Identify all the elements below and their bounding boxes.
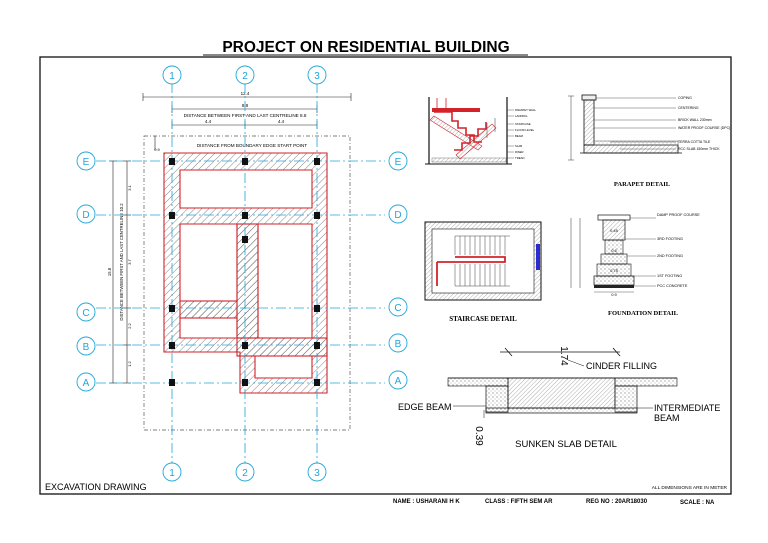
grid-bubbles-right: E D C B A <box>388 151 408 390</box>
grid-label-b-right: B <box>395 339 402 350</box>
grid-label-d-left: D <box>82 210 89 221</box>
footer-reg: REG NO : 20AR18030 <box>586 499 648 505</box>
parapet-label-1: COPING <box>678 96 692 100</box>
boundary-line <box>143 135 351 431</box>
grid-label-c-right: C <box>394 303 401 314</box>
stair-note-6: SLAB <box>515 144 522 148</box>
grid-lines <box>96 83 385 463</box>
grid-label-c-left: C <box>82 308 89 319</box>
sunken-dim-top: 1.74 <box>558 346 569 366</box>
footer-class: CLASS : FIFTH SEM AR <box>485 499 553 505</box>
columns <box>169 158 320 386</box>
foundation-label-5: PCC CONCRETE <box>657 284 688 288</box>
sunken-slab-detail: 1.74 CINDER FILLING EDGE BEAM INTERMEDIA… <box>398 346 720 450</box>
parapet-label-2: CENTERING <box>678 106 699 110</box>
parapet-caption: PARAPET DETAIL <box>614 181 671 188</box>
foundation-detail: DAMP PROOF COURSE 3RD FOOTING 2ND FOOTIN… <box>570 213 700 317</box>
dim-v-4: 1.2 <box>127 360 132 366</box>
foundation-label-1: DAMP PROOF COURSE <box>657 213 700 217</box>
foundation-caption: FOUNDATION DETAIL <box>608 310 679 317</box>
footer-scale: SCALE : NA <box>680 500 715 506</box>
page-title: PROJECT ON RESIDENTIAL BUILDING <box>222 39 509 56</box>
stair-note-8: TREAD <box>515 156 524 160</box>
foundation-dim-4: 0.9 <box>611 292 617 297</box>
foundation-label-3: 2ND FOOTING <box>657 254 683 258</box>
grid-label-e-right: E <box>395 157 402 168</box>
parapet-label-5: TERRA COTTA TILE <box>678 140 711 144</box>
dim-v-corner: 0.9 <box>154 147 160 152</box>
grid-bubbles-top: 1 2 3 <box>162 65 327 85</box>
grid-label-3-bottom: 3 <box>314 468 320 479</box>
parapet-detail: COPING CENTERING BRICK WALL 230mm WATER … <box>568 94 730 188</box>
grid-label-a-left: A <box>83 378 90 389</box>
stair-note-1: PARAPET WALL <box>515 108 537 112</box>
cinder-label: CINDER FILLING <box>586 361 657 371</box>
floor-plan: 12.4 8.8 DISTANCE BETWEEN FIRST AND LAST… <box>76 65 408 482</box>
dim-v-total: 15.8 <box>107 267 112 276</box>
sunken-caption: SUNKEN SLAB DETAIL <box>515 439 617 450</box>
foundation-dim-3: 0.75 <box>610 268 619 273</box>
staircase-plan: STAIRCASE DETAIL <box>424 221 542 323</box>
foundation-dim-2: 0.6 <box>611 248 617 253</box>
grid-label-2-top: 2 <box>242 71 248 82</box>
grid-label-d-right: D <box>394 210 401 221</box>
stair-note-7: RISER <box>515 150 524 154</box>
excavation-label: EXCAVATION DRAWING <box>45 482 147 492</box>
parapet-label-4: WATER PROOF COURSE (DPC) <box>678 126 730 130</box>
sheet-border <box>39 56 732 495</box>
lower-divider <box>236 337 328 357</box>
stair-note-2: LANDING <box>515 114 527 118</box>
staircase-section: PARAPET WALL LANDING STAIRCASE FLOOR LEV… <box>425 97 537 165</box>
grid-label-e-left: E <box>83 157 90 168</box>
foundation-dim-1: 0.45 <box>610 228 619 233</box>
staircase-caption: STAIRCASE DETAIL <box>449 315 517 323</box>
stair-note-5: BEAM <box>515 134 524 138</box>
grid-label-2-bottom: 2 <box>242 468 248 479</box>
grid-label-1-bottom: 1 <box>169 468 175 479</box>
foundation-label-2: 3RD FOOTING <box>657 237 683 241</box>
grid-label-1-top: 1 <box>169 71 175 82</box>
sunken-dim-side: 0.39 <box>473 426 484 446</box>
intermediate-label-2: BEAM <box>654 413 680 423</box>
dim-v-2: 3.7 <box>127 258 132 264</box>
grid-bubbles-left: E D C B A <box>76 151 96 392</box>
foundation-label-4: 1ST FOOTING <box>657 274 682 278</box>
grid-bubbles-bottom: 1 2 3 <box>162 462 327 482</box>
dim-4-4-right: 4.4 <box>278 119 285 124</box>
stair-note-3: STAIRCASE <box>515 122 531 126</box>
stair-note-4: FLOOR LEVEL <box>515 128 535 132</box>
dimensions-note: ALL DIMENSIONS ARE IN METER <box>652 485 728 491</box>
edge-beam-label: EDGE BEAM <box>398 402 452 412</box>
dim-v-1: 3.1 <box>127 184 132 190</box>
top-dimensions <box>142 93 352 150</box>
room-divider <box>179 300 238 319</box>
dim-boundary-label: DISTANCE FROM BOUNDARY EDGE START POINT <box>197 143 307 148</box>
dim-4-4-left: 4.4 <box>205 119 212 124</box>
dim-total: 12.4 <box>241 91 250 96</box>
dim-vertical-label: DISTANCE BETWEEN FIRST AND LAST CENTRELI… <box>119 203 124 321</box>
parapet-label-3: BRICK WALL 230mm <box>678 118 712 122</box>
grid-label-3-top: 3 <box>314 71 320 82</box>
grid-label-b-left: B <box>83 342 90 353</box>
grid-label-a-right: A <box>395 376 402 387</box>
intermediate-label-1: INTERMEDIATE <box>654 403 720 413</box>
footer-name: NAME : USHARANI H K <box>393 499 460 505</box>
parapet-label-6: RCC SLAB 150mm THICK <box>678 147 720 151</box>
dim-v-3: 2.2 <box>127 322 132 328</box>
